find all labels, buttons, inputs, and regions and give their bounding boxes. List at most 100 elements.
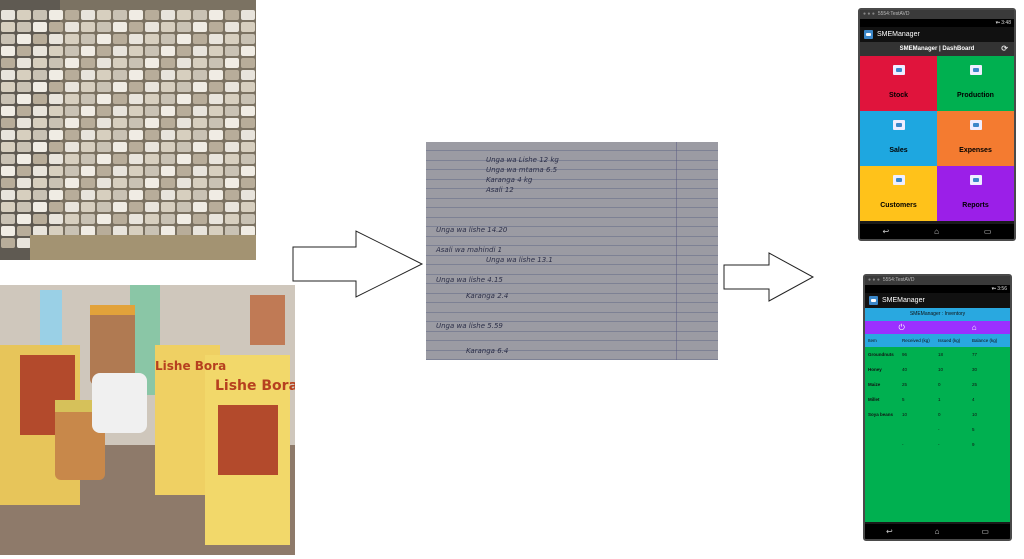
can-shape	[113, 166, 127, 176]
status-time: 3:48	[1001, 20, 1011, 26]
android-nav-bar: ↩ ⌂ ▭	[860, 224, 1014, 239]
home-icon[interactable]: ⌂	[971, 323, 977, 332]
can-shape	[33, 130, 47, 140]
can-shape	[1, 82, 15, 92]
can-shape	[225, 10, 239, 20]
can-shape	[209, 166, 223, 176]
can-shape	[81, 94, 95, 104]
can-shape	[33, 118, 47, 128]
item-cell: Honey	[868, 367, 882, 372]
tile-reports[interactable]: Reports	[937, 166, 1014, 221]
can-shape	[129, 166, 143, 176]
tile-customers[interactable]: Customers	[860, 166, 937, 221]
can-shape	[145, 94, 159, 104]
can-shape	[209, 202, 223, 212]
stock-photo	[0, 0, 256, 260]
can-shape	[209, 34, 223, 44]
can-shape	[129, 70, 143, 80]
can-shape	[49, 10, 63, 20]
tile-sales[interactable]: Sales	[860, 111, 937, 166]
can-shape	[17, 34, 31, 44]
can-shape	[129, 22, 143, 32]
back-icon[interactable]: ↩	[885, 527, 893, 536]
home-icon[interactable]: ⌂	[934, 527, 940, 536]
can-shape	[33, 178, 47, 188]
can-shape	[129, 154, 143, 164]
can-shape	[161, 214, 175, 224]
can-shape	[113, 106, 127, 116]
can-shape	[65, 106, 79, 116]
can-shape	[241, 142, 255, 152]
can-shape	[17, 22, 31, 32]
can-shape	[209, 22, 223, 32]
can-shape	[193, 10, 207, 20]
can-shape	[97, 94, 111, 104]
can-shape	[33, 142, 47, 152]
can-shape	[145, 190, 159, 200]
back-icon[interactable]: ↩	[882, 227, 890, 236]
can-shape	[241, 46, 255, 56]
can-shape	[1, 202, 15, 212]
can-shape	[177, 46, 191, 56]
can-shape	[161, 22, 175, 32]
can-shape	[97, 46, 111, 56]
can-shape	[129, 106, 143, 116]
tile-label: Reports	[962, 202, 989, 209]
emulator-title: 5554:TestAVD	[877, 11, 910, 17]
can-shape	[193, 34, 207, 44]
can-shape	[113, 226, 127, 236]
can-shape	[225, 214, 239, 224]
flow-arrow-icon	[292, 230, 424, 298]
can-shape	[49, 94, 63, 104]
can-shape	[241, 82, 255, 92]
can-shape	[17, 226, 31, 236]
can-shape	[97, 22, 111, 32]
android-nav-bar: ↩ ⌂ ▭	[865, 524, 1010, 539]
can-shape	[65, 214, 79, 224]
can-shape	[65, 142, 79, 152]
can-shape	[49, 22, 63, 32]
quantity-cell: 1	[938, 397, 941, 402]
power-icon[interactable]: ⏻	[898, 322, 905, 332]
can-shape	[49, 106, 63, 116]
can-shape	[145, 118, 159, 128]
can-shape	[97, 202, 111, 212]
tile-production[interactable]: Production	[937, 56, 1014, 111]
home-icon[interactable]: ⌂	[934, 227, 939, 236]
can-shape	[129, 118, 143, 128]
can-shape	[177, 166, 191, 176]
can-shape	[145, 10, 159, 20]
recent-apps-icon[interactable]: ▭	[981, 527, 989, 536]
can-shape	[97, 178, 111, 188]
tile-stock[interactable]: Stock	[860, 56, 937, 111]
production-icon	[969, 65, 982, 75]
quantity-cell: 0	[938, 382, 941, 387]
recent-apps-icon[interactable]: ▭	[983, 227, 992, 236]
can-shape	[17, 142, 31, 152]
emulator-title-bar: ● ● ●5554:TestAVD	[865, 276, 1010, 285]
can-shape	[225, 82, 239, 92]
can-shape	[209, 82, 223, 92]
can-shape	[33, 190, 47, 200]
can-shape	[97, 142, 111, 152]
can-shape	[161, 58, 175, 68]
sales-icon	[892, 120, 905, 130]
can-shape	[209, 58, 223, 68]
tile-expenses[interactable]: Expenses	[937, 111, 1014, 166]
can-shape	[145, 202, 159, 212]
can-shape	[145, 82, 159, 92]
refresh-icon[interactable]: ⟳	[1001, 44, 1008, 53]
can-shape	[129, 10, 143, 20]
reports-icon	[969, 175, 982, 185]
table-row: -5	[865, 422, 1010, 437]
can-shape	[209, 118, 223, 128]
can-shape	[65, 118, 79, 128]
can-shape	[225, 166, 239, 176]
can-shape	[113, 118, 127, 128]
can-shape	[209, 70, 223, 80]
can-shape	[177, 214, 191, 224]
can-shape	[49, 58, 63, 68]
